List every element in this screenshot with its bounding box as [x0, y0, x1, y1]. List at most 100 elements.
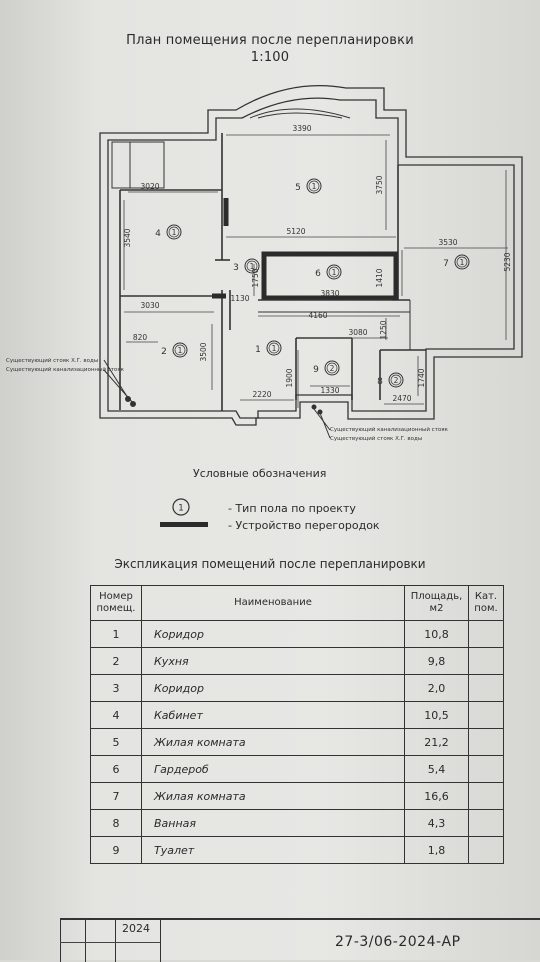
row-cat — [468, 755, 504, 783]
dimension-label: 2470 — [392, 394, 411, 403]
floor-type-icon — [324, 360, 340, 376]
dimension-label: 5120 — [286, 227, 305, 236]
legend-heading: Условные обозначения — [193, 467, 327, 480]
row-cat — [468, 620, 504, 648]
floor-type-icon — [388, 372, 404, 388]
row-name: Коридор — [141, 620, 405, 648]
dimension-label: 1130 — [230, 294, 249, 303]
dimension-label: 1250 — [379, 320, 388, 339]
dimension-label: 3020 — [140, 182, 159, 191]
room-floor-type: 1 — [332, 268, 337, 277]
header-cat: Кат. пом. — [468, 585, 504, 621]
row-area: 9,8 — [404, 647, 469, 675]
dimension-label: 3830 — [320, 289, 339, 298]
room-floor-type: 1 — [250, 262, 255, 271]
floor-type-icon — [244, 258, 260, 274]
dimension-label: 3750 — [375, 175, 384, 194]
row-num: 9 — [90, 836, 142, 864]
note-left-2: Существующий канализационный стояк — [6, 366, 125, 373]
floor-type-inner-icon — [168, 226, 180, 238]
room-number: 1 — [255, 345, 261, 355]
floor-type-inner-icon — [308, 180, 320, 192]
row-area: 5,4 — [404, 755, 469, 783]
room-floor-type: 1 — [172, 228, 177, 237]
room-number: 3 — [233, 263, 239, 273]
room-number: 9 — [313, 365, 319, 375]
row-name: Туалет — [141, 836, 405, 864]
row-num: 3 — [90, 674, 142, 702]
floor-type-inner-icon — [456, 256, 468, 268]
dimension-lines — [123, 134, 508, 408]
room-floor-type: 2 — [330, 364, 335, 373]
dimension-label: 1330 — [320, 386, 339, 395]
row-cat — [468, 647, 504, 675]
row-area: 4,3 — [404, 809, 469, 837]
room-floor-type: 1 — [312, 182, 317, 191]
room-number: 5 — [295, 183, 301, 193]
drawing-code: 27-3/06-2024-АР — [335, 934, 461, 950]
row-num: 1 — [90, 620, 142, 648]
dimension-label: 3500 — [199, 342, 208, 361]
row-cat — [468, 701, 504, 729]
dimension-label: 4160 — [308, 311, 327, 320]
room-number: 6 — [315, 269, 321, 279]
row-num: 4 — [90, 701, 142, 729]
row-name: Ванная — [141, 809, 405, 837]
floor-type-inner-icon — [390, 374, 402, 386]
legend-symbol-num: 1 — [178, 504, 184, 514]
plan-scale: 1:100 — [250, 50, 290, 65]
legend-symbols: 1 — [160, 498, 208, 527]
floor-type-icon — [166, 224, 182, 240]
floor-type-inner-icon — [326, 362, 338, 374]
floor-type-inner-icon — [174, 344, 186, 356]
risers — [103, 359, 331, 439]
note-bottom-2: Существующий стояк Х.Г. воды — [330, 435, 422, 442]
dimension-label: 2220 — [252, 390, 271, 399]
room-floor-type: 1 — [460, 258, 465, 267]
row-num: 2 — [90, 647, 142, 675]
floor-type-icon — [454, 254, 470, 270]
dimension-label: 820 — [133, 333, 148, 342]
floor-type-icon — [326, 264, 342, 280]
room-number: 4 — [155, 229, 161, 239]
row-cat — [468, 728, 504, 756]
outer-walls — [99, 85, 523, 426]
row-area: 16,6 — [404, 782, 469, 810]
floor-type-icon — [306, 178, 322, 194]
legend-floor-type: - Тип пола по проекту — [228, 502, 356, 515]
row-name: Гардероб — [141, 755, 405, 783]
table-header-row: Номер помещ. Наименование Площадь, м2 Ка… — [90, 585, 504, 621]
dimension-label: 5230 — [503, 252, 512, 271]
row-num: 6 — [90, 755, 142, 783]
row-area: 10,8 — [404, 620, 469, 648]
legend-partition: - Устройство перегородок — [228, 519, 380, 532]
room-number: 2 — [161, 347, 167, 357]
floor-type-inner-icon — [328, 266, 340, 278]
header-name: Наименование — [141, 585, 405, 621]
floor-type-inner-icon — [268, 342, 280, 354]
note-bottom-1: Существующий канализационный стояк — [330, 426, 449, 433]
partition-icon — [160, 522, 208, 527]
header-area: Площадь, м2 — [404, 585, 469, 621]
stamp-year: 2024 — [122, 922, 150, 935]
plan-title: План помещения после перепланировки — [126, 33, 414, 48]
row-num: 5 — [90, 728, 142, 756]
dimension-label: 3530 — [438, 238, 457, 247]
room-number: 7 — [443, 259, 449, 269]
left-balcony — [111, 141, 165, 189]
